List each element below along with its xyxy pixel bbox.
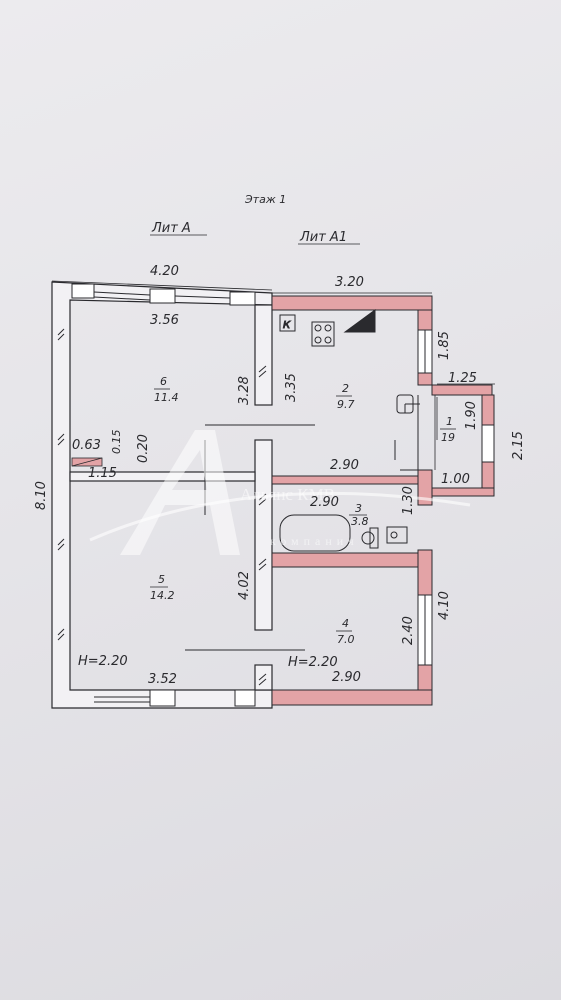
dim-porch-width: 1.25 xyxy=(448,371,477,386)
window xyxy=(481,424,495,463)
dim-room4-height: 2.40 xyxy=(401,616,416,645)
dim-top-a1: 3.20 xyxy=(335,275,364,290)
dim-niche-015: 0.15 xyxy=(110,430,123,455)
wall-segment xyxy=(69,471,256,482)
dim-left-total: 8.10 xyxy=(34,481,49,510)
wall-segment xyxy=(417,372,433,386)
dim-room3-width: 2.90 xyxy=(310,495,339,510)
svg-text:14.2: 14.2 xyxy=(150,589,175,602)
wall-hatch-marks xyxy=(57,328,267,686)
wall-bottom xyxy=(271,689,433,706)
boiler-icon xyxy=(343,309,376,333)
bathtub-icon xyxy=(279,514,351,552)
wall-segment xyxy=(254,664,273,691)
room-label-6: 6 11.4 xyxy=(154,375,179,404)
dimension-lines xyxy=(51,280,495,470)
lit-a-windows xyxy=(71,283,256,707)
dim-porch-height: 1.90 xyxy=(464,401,479,430)
svg-text:9.7: 9.7 xyxy=(337,398,355,411)
dim-niche-115: 1.15 xyxy=(88,466,117,481)
dim-room2-width: 2.90 xyxy=(330,458,359,473)
stove-icon xyxy=(311,321,335,347)
svg-text:1: 1 xyxy=(446,415,453,428)
watermark-brand: Альянс КМВ xyxy=(240,485,335,504)
washbasin-icon xyxy=(386,526,408,544)
dim-right-410: 4.10 xyxy=(437,591,452,620)
room-label-5: 5 14.2 xyxy=(150,573,175,602)
window xyxy=(234,689,256,707)
toilet-bowl-icon xyxy=(361,531,375,545)
lit-a-label: Лит А xyxy=(151,221,191,236)
toilet-icon xyxy=(369,527,379,549)
dim-porch-bottom: 1.00 xyxy=(441,472,470,487)
watermark-swoosh xyxy=(89,491,471,542)
wall-segment xyxy=(417,549,433,596)
floor-title: Этаж 1 xyxy=(244,193,286,206)
svg-text:19: 19 xyxy=(441,431,455,444)
watermark-logo xyxy=(120,430,240,555)
room-label-3: 3 3.8 xyxy=(349,502,369,528)
wall-segment xyxy=(271,552,419,568)
dim-room3-height: 1.30 xyxy=(401,486,416,515)
room-label-2: 2 9.7 xyxy=(336,382,355,411)
porch-wall xyxy=(481,394,495,426)
dim-room5-height: 4.02 xyxy=(237,571,252,600)
dim-room5-width: 3.52 xyxy=(148,672,177,687)
lit-a1-windows xyxy=(417,329,495,666)
wall-segment xyxy=(254,439,273,631)
lit-a1-walls xyxy=(271,295,495,706)
height-lit-a1: H=2.20 xyxy=(288,655,338,670)
watermark-sub: компания xyxy=(270,534,359,548)
room-label-1: 1 19 xyxy=(440,415,456,444)
dim-niche-063: 0.63 xyxy=(72,438,101,453)
svg-text:2: 2 xyxy=(342,382,349,395)
svg-text:4: 4 xyxy=(342,617,349,630)
drain-icon xyxy=(390,531,398,539)
niche xyxy=(71,457,103,467)
room-label-4: 4 7.0 xyxy=(336,617,355,646)
svg-text:11.4: 11.4 xyxy=(154,391,179,404)
dim-room4-width: 2.90 xyxy=(332,670,361,685)
kitchen-marker: К xyxy=(283,320,291,331)
porch-wall xyxy=(431,487,495,497)
dim-room6-width: 3.56 xyxy=(150,313,179,328)
svg-text:7.0: 7.0 xyxy=(337,633,355,646)
window xyxy=(229,291,256,306)
watermark: Альянс КМВ компания xyxy=(89,430,471,555)
dim-right-185: 1.85 xyxy=(437,331,452,360)
door-marks xyxy=(185,395,419,651)
dim-room6-height: 3.28 xyxy=(237,376,252,405)
window xyxy=(149,288,176,304)
burner xyxy=(324,324,332,332)
lit-a-walls xyxy=(51,281,273,709)
kitchen-marker-box xyxy=(279,314,296,332)
dim-porch-outer: 2.15 xyxy=(511,431,526,460)
wall-top xyxy=(271,295,433,311)
height-lit-a: H=2.20 xyxy=(78,654,128,669)
kitchen-fixtures: К xyxy=(279,309,420,552)
window xyxy=(71,283,95,299)
svg-text:3: 3 xyxy=(355,502,362,515)
dim-room2-height: 3.35 xyxy=(284,373,299,402)
wall-segment xyxy=(254,304,273,406)
wall-segment xyxy=(271,475,419,485)
dim-top-a: 4.20 xyxy=(150,264,179,279)
svg-text:6: 6 xyxy=(160,375,167,388)
wall-segment xyxy=(417,309,433,331)
burner xyxy=(314,324,322,332)
burner xyxy=(324,336,332,344)
dim-niche-020: 0.20 xyxy=(136,434,151,463)
burner xyxy=(314,336,322,344)
svg-text:3.8: 3.8 xyxy=(351,515,369,528)
porch-wall xyxy=(431,384,493,396)
lit-a1-label: Лит А1 xyxy=(299,230,347,245)
svg-text:5: 5 xyxy=(158,573,165,586)
window xyxy=(149,689,176,707)
